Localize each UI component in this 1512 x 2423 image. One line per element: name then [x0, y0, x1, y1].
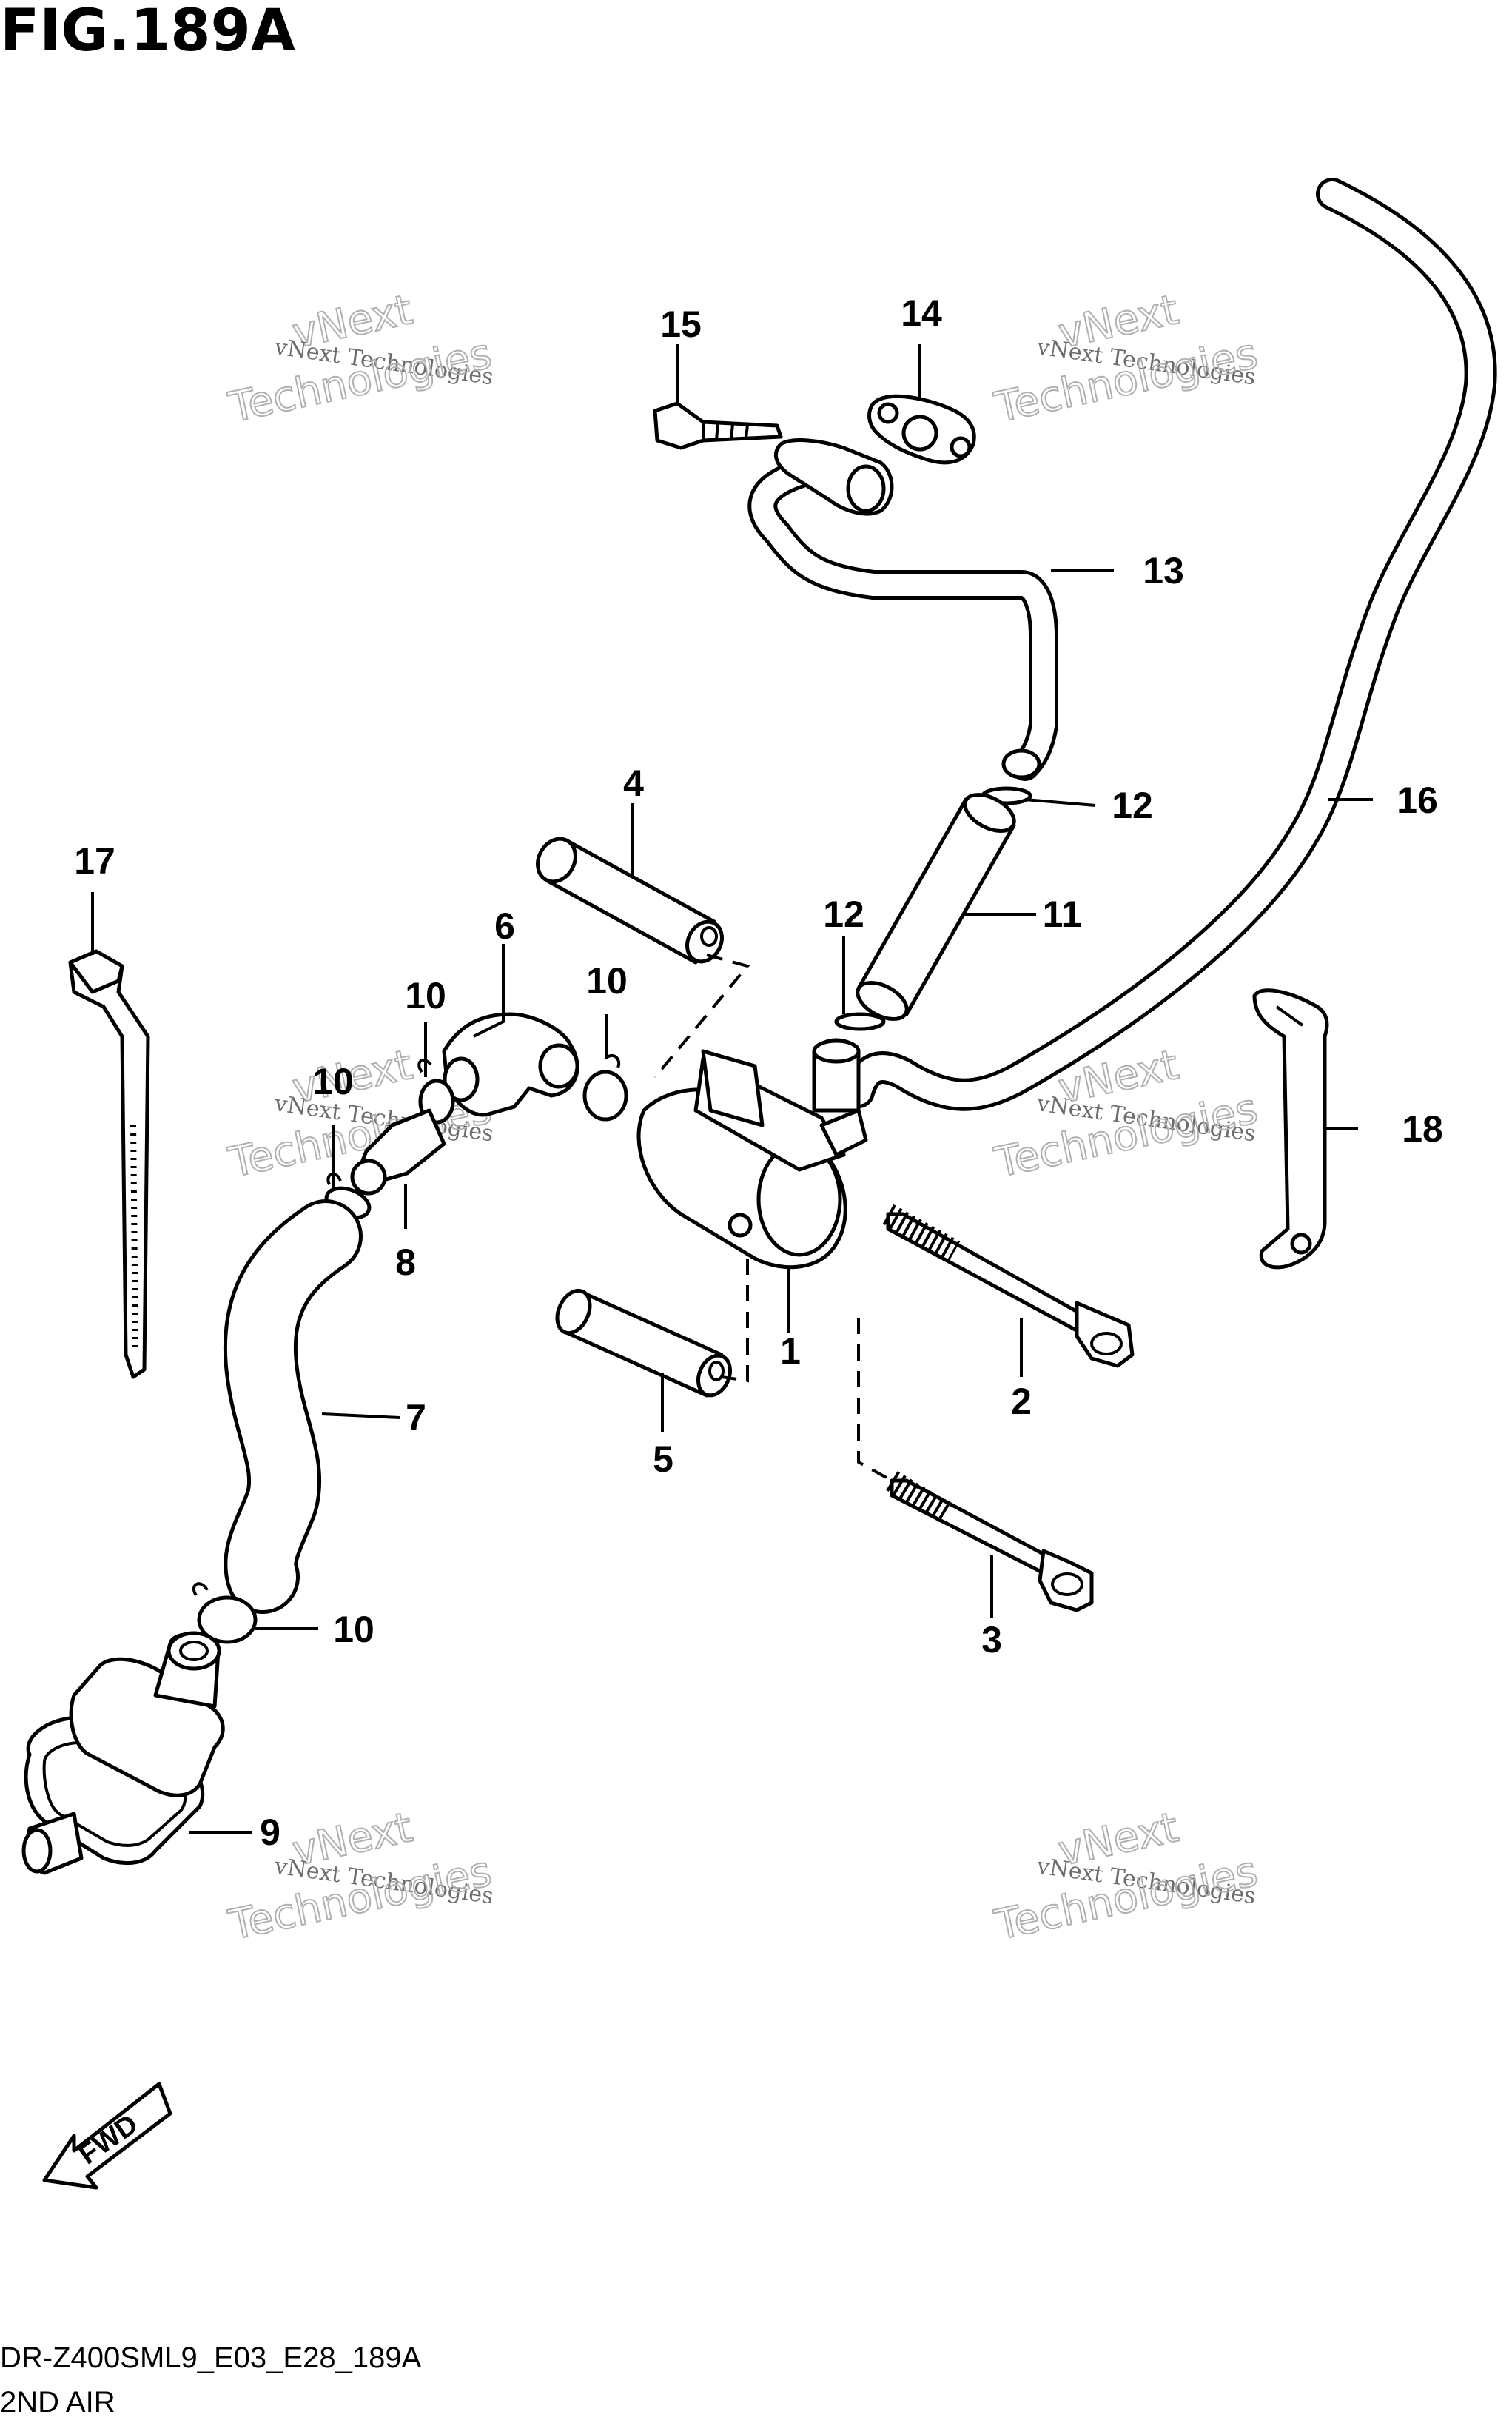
part-1-reed-valve — [636, 1038, 868, 1270]
callout-12-upper: 12 — [1112, 785, 1153, 826]
part-14-gasket — [867, 394, 976, 465]
part-18-bracket — [1252, 988, 1329, 1270]
svg-text:Technologies: Technologies — [224, 1847, 495, 1950]
callout-7: 7 — [406, 1397, 426, 1438]
callout-15: 15 — [660, 304, 702, 345]
callout-5: 5 — [653, 1438, 673, 1480]
callout-3: 3 — [981, 1619, 1002, 1660]
callout-11: 11 — [1043, 894, 1082, 935]
part-3-bolt — [886, 1471, 1094, 1612]
callout-18: 18 — [1402, 1108, 1443, 1150]
svg-text:Technologies: Technologies — [990, 1847, 1261, 1950]
watermark-top-right: vNext vNext Technologies Technologies — [989, 285, 1262, 433]
part-7-hose — [223, 1199, 363, 1614]
callout-10-middle: 10 — [405, 975, 446, 1016]
svg-text:Technologies: Technologies — [990, 329, 1261, 432]
part-16-hose — [842, 178, 1497, 1111]
figure-title: FIG.189A — [0, 0, 295, 64]
assembly-lines — [653, 954, 893, 1482]
callout-4: 4 — [623, 763, 644, 804]
svg-text:Technologies: Technologies — [224, 329, 495, 432]
callout-14: 14 — [901, 292, 942, 334]
svg-text:Technologies: Technologies — [990, 1085, 1261, 1187]
callout-17: 17 — [74, 840, 115, 882]
part-10-clamp-bottom — [192, 1582, 258, 1644]
callout-9: 9 — [260, 1812, 280, 1853]
callout-2: 2 — [1011, 1381, 1032, 1422]
watermark-bottom-right: vNext vNext Technologies Technologies — [989, 1803, 1262, 1951]
callout-6: 6 — [494, 905, 515, 947]
part-11-hose — [856, 793, 1016, 1021]
callout-12-lower: 12 — [823, 894, 864, 935]
callout-10-bottom: 10 — [333, 1609, 374, 1650]
part-5-hose — [555, 1288, 733, 1398]
part-13-pipe — [747, 438, 1058, 781]
part-15-bolt — [653, 401, 783, 450]
part-6-elbow-hose — [442, 1012, 579, 1117]
fwd-arrow: FWD — [42, 2082, 172, 2190]
figure-code: DR-Z400SML9_E03_E28_189A — [0, 2342, 422, 2374]
watermark-top-left: vNext vNext Technologies Technologies — [224, 285, 496, 433]
callout-8: 8 — [395, 1241, 416, 1283]
figure-subtitle: 2ND AIR — [0, 2386, 115, 2419]
callout-13: 13 — [1143, 550, 1184, 591]
part-2-bolt — [882, 1204, 1135, 1368]
callout-1: 1 — [780, 1330, 801, 1372]
leader-lines — [91, 344, 1373, 1834]
part-9-air-filter — [21, 1631, 225, 1875]
callout-16: 16 — [1397, 780, 1438, 821]
part-10-clamp-right — [582, 1053, 628, 1122]
part-8-joint — [350, 1108, 446, 1196]
part-4-hose — [536, 837, 724, 965]
callout-10-right: 10 — [586, 960, 628, 1002]
part-17-cable-tie — [68, 949, 150, 1379]
part-12-clamp-lower — [834, 1012, 886, 1031]
callout-10-left: 10 — [312, 1061, 354, 1102]
